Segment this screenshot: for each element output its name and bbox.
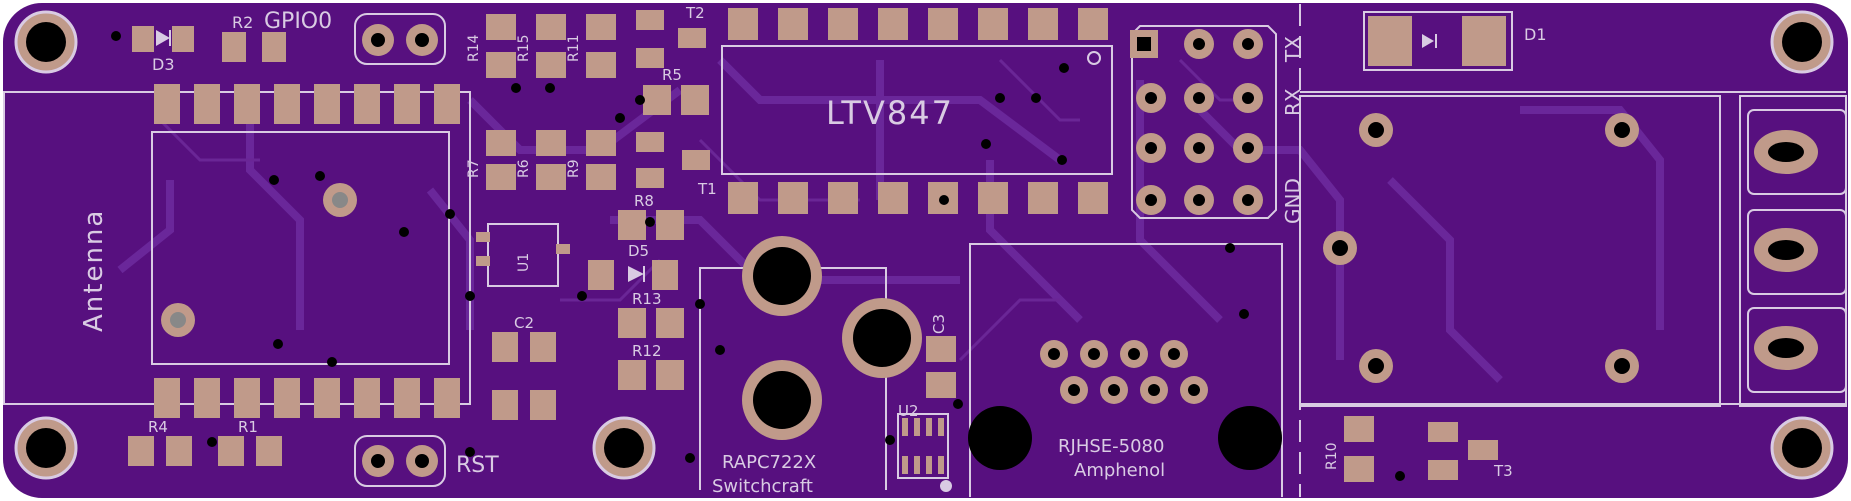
d3-diode (132, 26, 194, 52)
label-rst: RST (456, 453, 499, 478)
u1-regulator (476, 223, 570, 287)
label-r1: R1 (238, 418, 258, 436)
r1-resistor (218, 436, 282, 466)
rst-header (354, 435, 446, 487)
relay (1299, 95, 1721, 407)
label-r15: R15 (516, 34, 532, 62)
label-r14: R14 (466, 34, 482, 62)
label-d5: D5 (628, 242, 649, 260)
c3-capacitor (926, 336, 956, 398)
u2-chip (897, 413, 952, 492)
label-c3: C3 (930, 314, 948, 334)
label-gpio0: GPIO0 (264, 9, 332, 34)
esp-module-bottom-pads (154, 378, 460, 418)
label-d1: D1 (1524, 25, 1547, 44)
screw-terminal (1739, 95, 1847, 407)
label-ltv847: LTV847 (826, 94, 954, 132)
d5-diode (588, 260, 678, 290)
label-gnd: GND (1281, 178, 1305, 224)
label-r7: R7 (466, 159, 482, 178)
serial-header (1130, 25, 1277, 219)
r7-r6-r9-resistors (486, 130, 616, 190)
label-r6: R6 (516, 159, 532, 178)
label-t3: T3 (1493, 462, 1513, 480)
label-u2: U2 (898, 402, 919, 420)
t1-transistor (636, 132, 710, 188)
r10-resistor (1344, 416, 1374, 482)
c2-capacitor (492, 332, 556, 420)
t3-transistor (1428, 422, 1498, 480)
r14-r15-r11-resistors (486, 14, 616, 78)
dc-jack (699, 236, 922, 490)
label-c2: C2 (514, 314, 534, 332)
gpio0-header (354, 13, 446, 65)
r5-resistor (643, 85, 709, 115)
label-r9: R9 (566, 159, 582, 178)
label-dc-jack-maker: Switchcraft (712, 476, 813, 497)
label-rj-jack: RJHSE-5080 (1058, 436, 1164, 457)
label-tx: TX (1281, 36, 1305, 63)
rj-jack (968, 243, 1283, 497)
r4-resistor (128, 436, 192, 466)
ltv847-top-pads (728, 8, 1108, 40)
label-t2: T2 (685, 4, 705, 22)
label-r12: R12 (632, 342, 662, 360)
label-r10: R10 (1324, 442, 1340, 470)
vias (111, 31, 1405, 481)
esp-module-top-pads (154, 84, 460, 124)
r8-resistor (618, 210, 684, 240)
t2-transistor (636, 10, 706, 68)
label-r11: R11 (566, 34, 582, 62)
d1-diode (1363, 11, 1513, 71)
label-r5: R5 (662, 66, 682, 84)
mounting-holes (14, 10, 1834, 480)
label-t1: T1 (697, 180, 717, 198)
label-dc-jack: RAPC722X (722, 452, 816, 473)
r13-resistor (618, 308, 684, 338)
ltv847-bottom-pads (728, 182, 1108, 214)
label-rx: RX (1281, 88, 1305, 116)
label-r8: R8 (634, 192, 654, 210)
label-antenna: Antenna (79, 209, 109, 332)
r2-resistor (222, 32, 286, 62)
label-rj-jack-maker: Amphenol (1074, 460, 1165, 481)
ltv847-ic (721, 45, 1113, 175)
r12-resistor (618, 360, 684, 390)
label-r4: R4 (148, 418, 168, 436)
label-r13: R13 (632, 290, 662, 308)
label-r2: R2 (232, 13, 253, 32)
label-d3: D3 (152, 55, 175, 74)
label-u1: U1 (516, 253, 532, 272)
